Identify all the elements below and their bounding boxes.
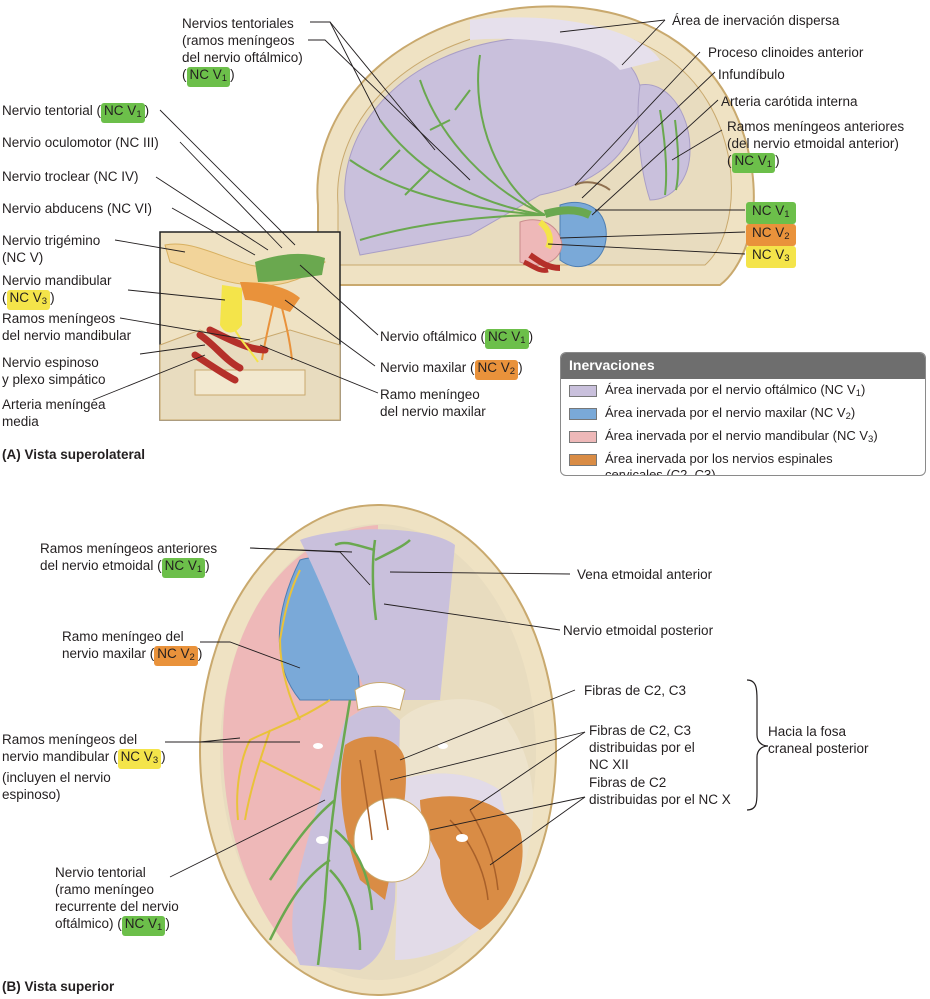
tag-v2-key: NC V2 bbox=[746, 224, 796, 246]
label-text: Ramo meníngeo del bbox=[62, 629, 184, 644]
label-infundibulum: Infundíbulo bbox=[718, 67, 785, 82]
label-text: y plexo simpático bbox=[2, 372, 106, 387]
panel-a-skull bbox=[316, 5, 755, 286]
label-ophthalmic-nerve: Nervio oftálmico (NC V1) bbox=[380, 328, 533, 349]
legend-swatch bbox=[569, 431, 597, 443]
tag-nc-v3: NC V3 bbox=[6, 290, 51, 310]
label-clinoid-process: Proceso clinoides anterior bbox=[708, 45, 864, 60]
legend-item-v3: Área inervada por el nervio mandibular (… bbox=[569, 428, 925, 448]
label-text: Ramos meníngeos bbox=[2, 311, 116, 326]
label-trigeminal: Nervio trigémino (NC V) bbox=[2, 232, 100, 266]
label-text: NC XII bbox=[589, 757, 629, 772]
label-text: recurrente del nervio bbox=[55, 899, 179, 914]
label-text: Hacia la fosa bbox=[768, 724, 847, 739]
tag-v3-key: NC V3 bbox=[746, 246, 796, 268]
label-text: distribuidas por el NC X bbox=[589, 792, 731, 807]
label-text: Fibras de C2 bbox=[589, 775, 667, 790]
caption-panel-a: (A) Vista superolateral bbox=[2, 447, 146, 462]
label-text: (NC V) bbox=[2, 250, 44, 265]
label-text: del nervio maxilar bbox=[380, 404, 486, 419]
tag-nc-v2: NC V2 bbox=[154, 646, 198, 666]
tag-nc-v1: NC V1 bbox=[186, 67, 231, 87]
label-text: espinoso) bbox=[2, 787, 61, 802]
label-text: (del nervio etmoidal anterior) bbox=[727, 136, 899, 151]
label-mandibular-nerve: Nervio mandibular (NC V3) bbox=[2, 272, 112, 310]
label-anterior-meningeal: Ramos meníngeos anteriores (del nervio e… bbox=[727, 118, 904, 173]
label-tag-line: (NC V3) bbox=[2, 289, 112, 310]
label-spinous-nerve: Nervio espinoso y plexo simpático bbox=[2, 354, 106, 388]
label-text: Nervio tentorial bbox=[55, 865, 146, 880]
caption-panel-b: (B) Vista superior bbox=[2, 979, 115, 994]
tag-nc-v1: NC V1 bbox=[101, 103, 145, 123]
label-mandibular-meningeal: Ramos meníngeos del nervio mandibular bbox=[2, 310, 131, 344]
label-tag-line: (NC V1) bbox=[182, 66, 303, 87]
label-c2-x-fibers: Fibras de C2 distribuidas por el NC X bbox=[589, 774, 731, 808]
label-maxillary-meningeal-b: Ramo meníngeo del nervio maxilar (NC V2) bbox=[62, 628, 202, 666]
tag-nc-v1: NC V1 bbox=[485, 329, 529, 349]
label-text: Nervios tentoriales bbox=[182, 16, 294, 31]
tag-v1-key: NC V1 bbox=[746, 202, 796, 224]
label-text: Ramos meníngeos anteriores bbox=[40, 541, 218, 556]
label-text: distribuidas por el bbox=[589, 740, 695, 755]
label-internal-carotid: Arteria carótida interna bbox=[721, 94, 858, 109]
label-text: media bbox=[2, 414, 39, 429]
label-text: del nervio oftálmico) bbox=[182, 50, 303, 65]
label-text: Nervio trigémino bbox=[2, 233, 101, 248]
label-area-dispersa: Área de inervación dispersa bbox=[672, 13, 840, 28]
label-text: Ramos meníngeos anteriores bbox=[727, 119, 905, 134]
label-text: Arteria meníngea bbox=[2, 397, 106, 412]
label-text: Ramos meníngeos del bbox=[2, 732, 138, 747]
label-tag-line: nervio maxilar (NC V2) bbox=[62, 645, 202, 666]
label-maxillary-nerve: Nervio maxilar (NC V2) bbox=[380, 359, 523, 380]
tag-nc-v1: NC V1 bbox=[161, 558, 206, 578]
tag-nc-v2: NC V2 bbox=[474, 360, 519, 380]
tag-nc-v3: NC V3 bbox=[117, 749, 162, 769]
label-tag-line: nervio mandibular (NC V3) bbox=[2, 748, 166, 769]
label-text: Fibras de C2, C3 bbox=[589, 723, 692, 738]
label-text: (incluyen el nervio bbox=[2, 770, 111, 785]
label-text: Nervio mandibular bbox=[2, 273, 112, 288]
label-text: del nervio mandibular bbox=[2, 328, 132, 343]
tag-nc-v1: NC V1 bbox=[731, 153, 776, 173]
legend-item-v2: Área inervada por el nervio maxilar (NC … bbox=[569, 405, 925, 425]
label-posterior-ethmoidal-nerve: Nervio etmoidal posterior bbox=[563, 623, 714, 638]
label-text: Nervio espinoso bbox=[2, 355, 99, 370]
label-text: (ramo meníngeo bbox=[55, 882, 155, 897]
label-middle-meningeal-artery: Arteria meníngea media bbox=[2, 396, 106, 430]
label-posterior-fossa: Hacia la fosa craneal posterior bbox=[768, 723, 869, 757]
label-c2c3-fibers: Fibras de C2, C3 bbox=[584, 683, 687, 698]
label-tentorial-nerves: Nervios tentoriales (ramos meníngeos del… bbox=[182, 15, 303, 87]
area-v2-region bbox=[559, 201, 607, 268]
leader-lines bbox=[92, 19, 769, 878]
label-tag-line: (NC V1) bbox=[727, 152, 904, 173]
label-tentorial-nerve-b: Nervio tentorial (ramo meníngeo recurren… bbox=[55, 864, 179, 936]
legend-swatch bbox=[569, 385, 597, 397]
label-text: Ramo meníngeo bbox=[380, 387, 480, 402]
label-tentorial-nerve: Nervio tentorial (NC V1) bbox=[2, 102, 149, 123]
legend-item-v1: Área inervada por el nervio oftálmico (N… bbox=[569, 382, 925, 402]
label-tag-line: del nervio etmoidal (NC V1) bbox=[40, 557, 217, 578]
legend-swatch bbox=[569, 408, 597, 420]
label-trochlear: Nervio troclear (NC IV) bbox=[2, 169, 139, 184]
label-tag-line: oftálmico) (NC V1) bbox=[55, 915, 179, 936]
innervation-legend: Inervaciones Área inervada por el nervio… bbox=[560, 352, 926, 476]
label-c2c3-xii-fibers: Fibras de C2, C3 distribuidas por el NC … bbox=[589, 722, 695, 773]
legend-title: Inervaciones bbox=[561, 353, 925, 379]
label-mandibular-meningeal-b: Ramos meníngeos del nervio mandibular (N… bbox=[2, 731, 166, 803]
label-oculomotor: Nervio oculomotor (NC III) bbox=[2, 135, 159, 150]
label-text: (ramos meníngeos bbox=[182, 33, 295, 48]
legend-swatch bbox=[569, 454, 597, 466]
label-abducens: Nervio abducens (NC VI) bbox=[2, 201, 153, 216]
label-anterior-meningeal-b: Ramos meníngeos anteriores del nervio et… bbox=[40, 540, 217, 578]
label-maxillary-meningeal: Ramo meníngeo del nervio maxilar bbox=[380, 386, 486, 420]
panel-b-skull bbox=[199, 504, 557, 996]
panel-a-inset bbox=[159, 231, 341, 421]
tag-nc-v1: NC V1 bbox=[121, 916, 166, 936]
label-anterior-ethmoidal-vein: Vena etmoidal anterior bbox=[577, 567, 713, 582]
label-text: craneal posterior bbox=[768, 741, 869, 756]
